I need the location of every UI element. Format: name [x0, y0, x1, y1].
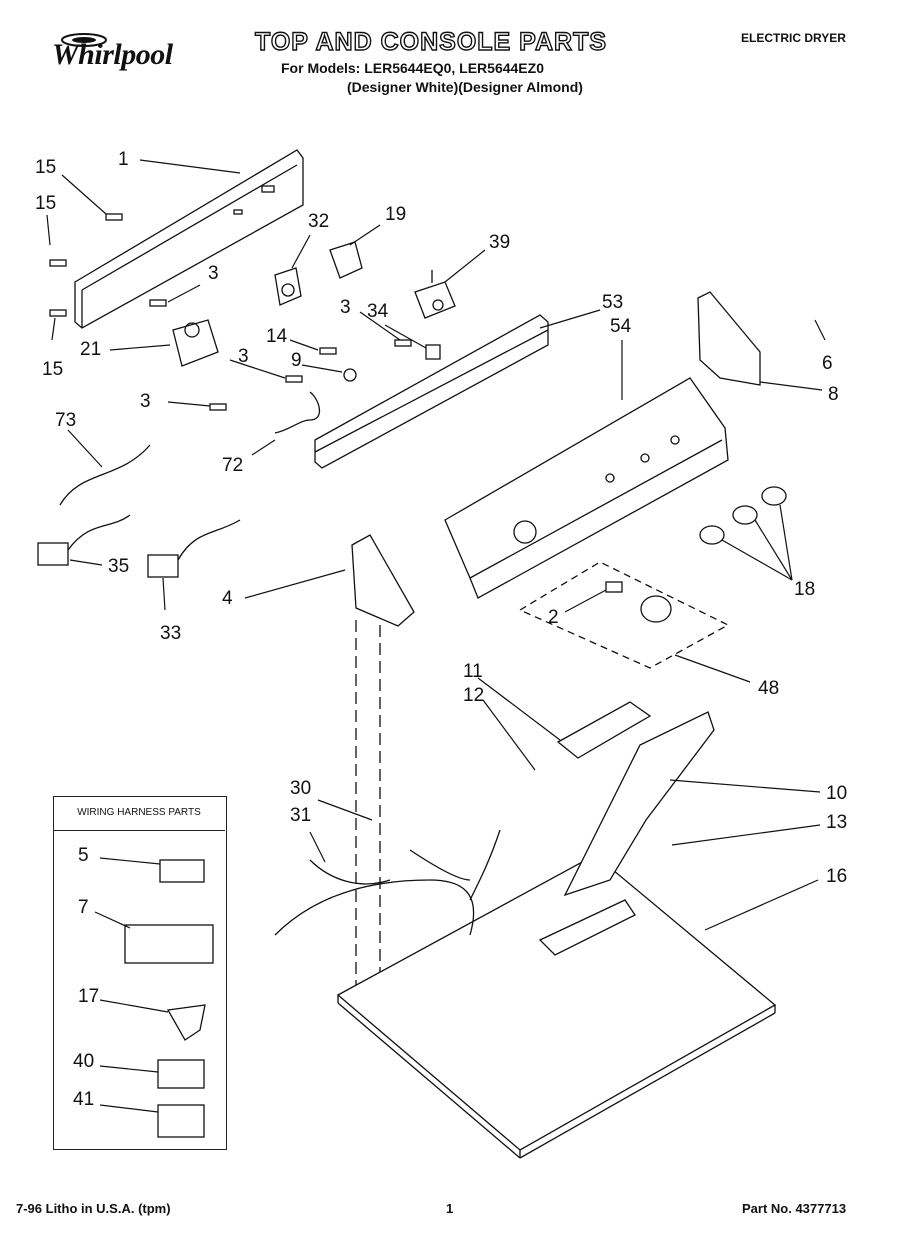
callout-8: 8 — [828, 384, 839, 405]
callout-32: 32 — [308, 211, 330, 232]
footer-part-number: Part No. 4377713 — [742, 1201, 847, 1216]
callout-6: 6 — [822, 353, 833, 374]
callout-11: 11 — [463, 661, 483, 682]
part-7 — [124, 924, 214, 964]
footer-page-number: 1 — [446, 1201, 454, 1216]
footer-print-info: 7-96 Litho in U.S.A. (tpm) — [16, 1201, 171, 1216]
brand-logo-swoosh — [60, 30, 120, 55]
console-front-panel — [444, 377, 729, 599]
part-19 — [329, 241, 363, 279]
callout-15: 15 — [35, 157, 57, 178]
part-39 — [414, 281, 456, 319]
callout-19: 19 — [385, 204, 407, 225]
callout-13: 13 — [826, 812, 848, 833]
callout-72: 72 — [222, 455, 244, 476]
callout-53: 53 — [602, 292, 624, 313]
brand-logo: Whirlpool — [52, 38, 173, 71]
callout-41: 41 — [73, 1089, 95, 1110]
callout-14: 14 — [266, 326, 288, 347]
callout-18: 18 — [794, 579, 816, 600]
part-17 — [166, 1004, 206, 1041]
page-title: TOP AND CONSOLE PARTS — [254, 27, 608, 56]
part-21 — [172, 319, 219, 367]
dryer-top-panel — [336, 854, 777, 1151]
wiring-harness-parts-box — [53, 796, 227, 1150]
callout-15: 15 — [42, 359, 64, 380]
callout-1: 1 — [118, 149, 129, 170]
callout-30: 30 — [290, 778, 312, 799]
callout-48: 48 — [758, 678, 780, 699]
callout-10: 10 — [826, 783, 848, 804]
screw-15-group — [49, 213, 123, 317]
callout-5: 5 — [78, 845, 89, 866]
callout-17: 17 — [78, 986, 100, 1007]
part-32 — [274, 267, 302, 306]
callout-39: 39 — [489, 232, 511, 253]
callout-31: 31 — [290, 805, 312, 826]
callout-12: 12 — [463, 685, 485, 706]
callout-40: 40 — [73, 1051, 95, 1072]
callout-7: 7 — [78, 897, 89, 918]
callout-2: 2 — [548, 607, 559, 628]
part-40 — [157, 1059, 205, 1089]
callout-21: 21 — [80, 339, 102, 360]
document-type: ELECTRIC DRYER — [741, 31, 846, 45]
callout-35: 35 — [108, 556, 130, 577]
part-41 — [157, 1104, 205, 1138]
callout-16: 16 — [826, 866, 848, 887]
callout-73: 73 — [55, 410, 77, 431]
callout-34: 34 — [367, 301, 389, 322]
callout-3: 3 — [340, 297, 351, 318]
part-8 — [697, 291, 761, 386]
callout-9: 9 — [291, 350, 302, 371]
callout-3: 3 — [208, 263, 219, 284]
lint-cover — [556, 701, 652, 759]
part-34 — [425, 344, 441, 360]
callout-15: 15 — [35, 193, 57, 214]
callout-4: 4 — [222, 588, 233, 609]
callout-3: 3 — [140, 391, 151, 412]
control-knobs — [699, 486, 787, 545]
part-5 — [159, 859, 205, 883]
finish-line: (Designer White)(Designer Almond) — [347, 79, 583, 95]
callout-33: 33 — [160, 623, 182, 644]
models-line: For Models: LER5644EQ0, LER5644EZ0 — [281, 60, 544, 76]
callout-3: 3 — [238, 346, 249, 367]
part-4 — [351, 534, 415, 627]
callout-54: 54 — [610, 316, 632, 337]
wiring-harness-parts-title: WIRING HARNESS PARTS — [53, 796, 225, 831]
console-back-panel — [74, 149, 304, 329]
lint-screen — [563, 711, 715, 897]
